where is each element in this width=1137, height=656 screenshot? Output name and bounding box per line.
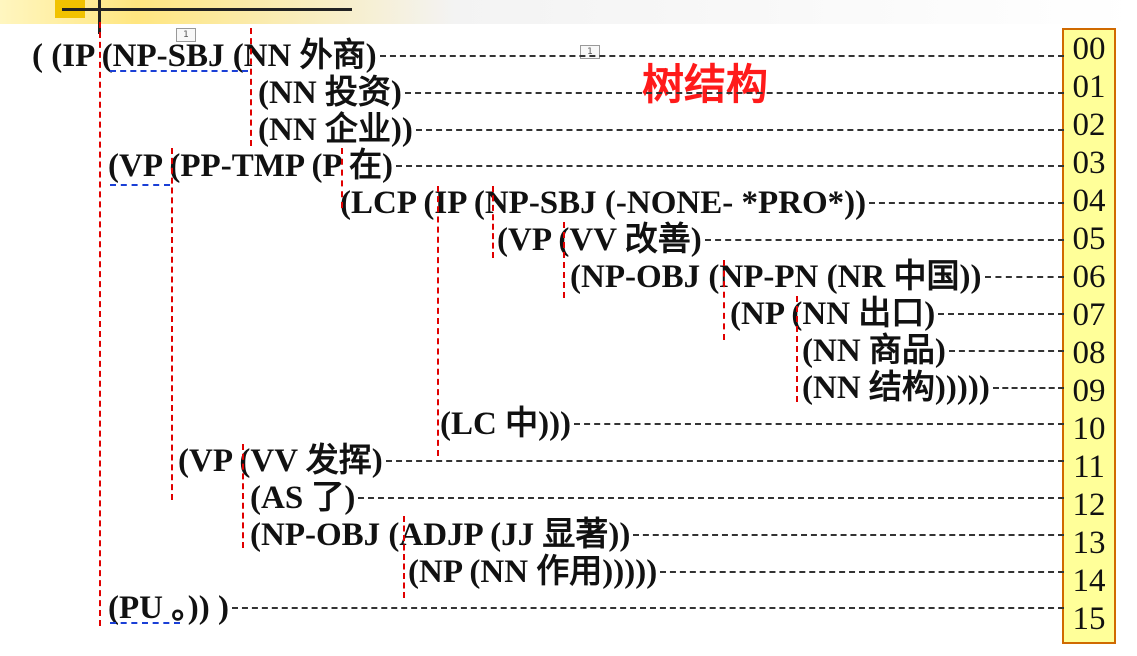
line-index: 05: [1072, 221, 1106, 257]
guide-vertical: [492, 186, 494, 258]
guide-underline: [110, 70, 248, 72]
leader-line: [358, 497, 1064, 499]
header-decoration-bar: [0, 0, 1137, 24]
line-index: 13: [1072, 525, 1106, 561]
tree-line-02: (NN 企业)): [258, 112, 413, 148]
line-index: 02: [1072, 107, 1106, 143]
tree-line-08: (NN 商品): [802, 333, 946, 369]
guide-underline: [110, 184, 170, 186]
leader-line: [938, 313, 1064, 315]
guide-vertical: [341, 148, 343, 208]
line-index: 01: [1072, 69, 1106, 105]
leader-line: [385, 460, 1064, 462]
leader-line: [992, 387, 1064, 389]
header-decoration-line: [62, 8, 352, 11]
tree-line-00: ( (IP (NP-SBJ (NN 外商): [32, 38, 377, 74]
tree-line-10: (LC 中))): [440, 406, 572, 442]
line-index: 00: [1072, 31, 1106, 67]
leader-line: [396, 165, 1064, 167]
leader-line: [704, 239, 1064, 241]
leader-line: [379, 55, 1064, 57]
guide-vertical: [723, 260, 725, 340]
guide-vertical: [403, 516, 405, 598]
tree-line-07: (NP (NN 出口): [730, 296, 936, 332]
guide-vertical: [563, 222, 565, 298]
tree-line-03: (VP (PP-TMP (P 在): [108, 148, 394, 184]
guide-vertical: [796, 296, 798, 402]
guide-vertical: [437, 186, 439, 456]
tree-line-09: (NN 结构))))): [802, 370, 990, 406]
line-index: 11: [1073, 449, 1105, 485]
guide-vertical: [99, 22, 101, 626]
leader-line: [574, 423, 1064, 425]
header-decoration-vertical: [98, 0, 101, 34]
line-index: 08: [1072, 335, 1106, 371]
leader-line: [984, 276, 1064, 278]
line-index-column: [1062, 28, 1116, 644]
tree-line-01: (NN 投资): [258, 75, 402, 111]
tree-line-13: (NP-OBJ (ADJP (JJ 显著)): [250, 517, 631, 553]
leader-line: [660, 571, 1064, 573]
leader-line: [948, 350, 1064, 352]
line-index: 12: [1072, 487, 1106, 523]
leader-line: [633, 534, 1064, 536]
line-index: 06: [1072, 259, 1106, 295]
tree-line-06: (NP-OBJ (NP-PN (NR 中国)): [570, 259, 982, 295]
line-index: 07: [1072, 297, 1106, 333]
leader-line: [415, 129, 1064, 131]
comment-marker[interactable]: 1: [176, 28, 196, 42]
line-index: 10: [1072, 411, 1106, 447]
line-index: 03: [1072, 145, 1106, 181]
diagram-title: 树结构: [642, 60, 769, 109]
tree-line-15: (PU 。)) ): [108, 590, 229, 626]
leader-line: [404, 92, 1064, 94]
tree-line-11: (VP (VV 发挥): [178, 443, 383, 479]
leader-line: [231, 607, 1064, 609]
tree-line-04: (LCP (IP (NP-SBJ (-NONE- *PRO*)): [340, 185, 867, 221]
line-index: 04: [1072, 183, 1106, 219]
guide-underline: [110, 622, 180, 624]
tree-line-12: (AS 了): [250, 480, 356, 516]
line-index: 14: [1072, 563, 1106, 599]
guide-vertical: [250, 28, 252, 146]
guide-vertical: [242, 444, 244, 548]
guide-vertical: [171, 148, 173, 500]
tree-line-05: (VP (VV 改善): [497, 222, 702, 258]
leader-line: [869, 202, 1064, 204]
line-index: 09: [1072, 373, 1106, 409]
tree-line-14: (NP (NN 作用))))): [408, 554, 658, 590]
line-index: 15: [1072, 601, 1106, 637]
